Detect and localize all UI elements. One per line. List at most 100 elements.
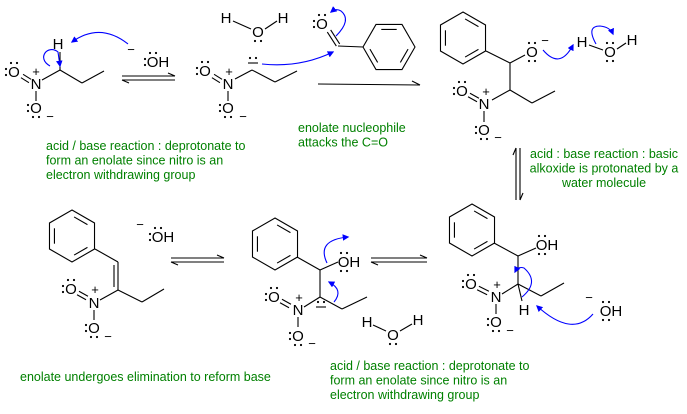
atom-H: H — [53, 36, 64, 53]
reaction-arrow — [317, 80, 421, 86]
arrowhead — [170, 261, 179, 266]
caption-step1: acid / base reaction : deprotonate tofor… — [46, 139, 245, 182]
lone-pair-dot — [611, 59, 615, 63]
atom-N: N — [479, 96, 490, 113]
lone-pair-dot — [4, 67, 8, 71]
atom-N: N — [293, 302, 304, 319]
bond-line — [330, 29, 341, 45]
bond-line — [20, 77, 30, 84]
lone-pair-dot — [95, 335, 99, 339]
negative-charge: − — [541, 33, 549, 48]
single-bond — [588, 44, 604, 51]
caption-line: form an enolate since nitro is an — [330, 374, 507, 388]
single-bond — [509, 89, 533, 104]
atom-O: O — [288, 328, 304, 347]
lone-pair-dot — [4, 73, 8, 77]
caption-line: acid / base reaction : deprotonate to — [330, 359, 529, 373]
negative-charge: − — [239, 109, 247, 124]
lone-pair-dot — [605, 59, 609, 63]
benzene-ring — [362, 23, 416, 71]
atom-H: H — [519, 302, 530, 319]
caption-line: acid : base reaction : basic — [530, 147, 678, 161]
caption-step5: enolate undergoes elimination to reform … — [20, 370, 271, 384]
ring-double-bond — [464, 48, 479, 58]
lone-pair-dot — [299, 343, 303, 347]
lone-pair-dot — [486, 317, 490, 321]
caption-line: electron withdrawing group — [46, 168, 195, 182]
atom-label: OH — [338, 254, 361, 271]
arrow-c-oh-bond — [323, 234, 350, 264]
atom-label: O — [88, 320, 100, 337]
lone-pair-dot — [218, 103, 222, 107]
lone-pair-dot — [264, 298, 268, 302]
double-bond — [211, 73, 223, 84]
atom-N: N — [491, 289, 502, 306]
caption-line: form an enolate since nitro is an — [46, 154, 223, 168]
atom-O: O — [387, 327, 399, 346]
atom-label: OH — [536, 237, 559, 254]
lone-pair-dot — [206, 60, 210, 64]
atom-label: O — [65, 281, 77, 298]
arrow-hydroxide-to-h — [70, 31, 129, 45]
single-bond — [234, 69, 253, 80]
arrow-carbanion-to-bond — [327, 281, 339, 303]
atom-label: O — [478, 122, 490, 139]
atom-label: O — [490, 314, 502, 331]
atom-label: H — [413, 312, 424, 329]
caption-line: enolate undergoes elimination to reform … — [20, 370, 271, 384]
atom-OH: OH — [600, 300, 622, 322]
lone-pair-dot — [248, 56, 252, 60]
caption-line: acid / base reaction : deprotonate to — [46, 139, 245, 153]
lone-pair-dot — [491, 329, 495, 333]
atom-label: O — [8, 64, 20, 81]
lone-pair-dot — [317, 13, 321, 17]
ring-double-bond — [276, 224, 291, 234]
atom-O: O — [61, 278, 77, 298]
arrow-carbonyl-to-o — [329, 6, 347, 37]
atom-H: H — [362, 314, 373, 331]
single-bond — [99, 289, 119, 301]
single-bond — [41, 69, 61, 81]
single-bond — [616, 42, 627, 50]
positive-charge: + — [482, 84, 490, 99]
single-bond — [491, 89, 511, 101]
lone-pair-dot — [275, 286, 279, 290]
single-bond — [517, 283, 542, 297]
lone-pair-dot — [485, 137, 489, 141]
lone-pair-dot — [479, 137, 483, 141]
bond-line — [469, 92, 480, 99]
lone-pair-dot — [339, 269, 343, 273]
atom-label: N — [31, 76, 42, 93]
single-bond — [251, 69, 276, 83]
lone-pair-dot — [605, 41, 609, 45]
lone-pair-dot — [312, 19, 316, 23]
single-bond — [59, 69, 83, 84]
lone-pair-dot — [26, 109, 30, 113]
bond-line — [76, 294, 87, 301]
atom-label: O — [252, 24, 264, 41]
atom-OH: OH — [143, 51, 169, 71]
lone-pair-dot — [9, 61, 13, 65]
lone-pair-dot — [15, 61, 19, 65]
lone-pair-dot — [452, 86, 456, 90]
arrow-enolate-attack — [261, 51, 335, 66]
single-bond — [232, 20, 252, 30]
lone-pair-dot — [388, 342, 392, 346]
bond-line — [281, 298, 292, 305]
lone-pair-dot — [461, 285, 465, 289]
lone-pair-dot — [159, 226, 163, 230]
lone-pair-dot — [466, 273, 470, 277]
lone-pair-dot — [143, 63, 147, 67]
lone-pair-dot — [537, 252, 541, 256]
atom-O: O — [252, 24, 264, 43]
lone-pair-dot — [288, 331, 292, 335]
double-bond — [467, 92, 480, 103]
lone-pair-dot — [253, 39, 257, 43]
negative-charge: − — [494, 130, 502, 145]
lone-pair-dot — [37, 115, 41, 119]
lone-pair-dot — [195, 66, 199, 70]
lone-pair-dot — [200, 60, 204, 64]
atom-label: H — [221, 10, 232, 27]
caption-line: enolate nucleophile — [298, 121, 406, 135]
